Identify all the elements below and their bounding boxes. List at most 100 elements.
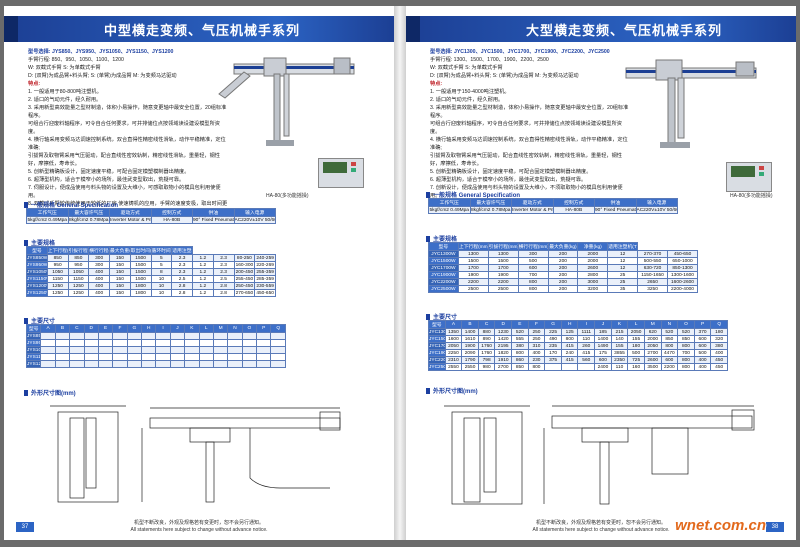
table-cell: 3500 xyxy=(643,363,662,371)
left-general-heading: 一般规格 General Specification xyxy=(24,200,118,209)
table-cell: 800 xyxy=(517,285,549,293)
table-cell: 185 xyxy=(594,328,612,336)
table-cell: 520 xyxy=(677,328,695,336)
table-cell xyxy=(270,339,286,347)
table-cell: 800 xyxy=(677,342,695,350)
table-cell: 1490 xyxy=(594,342,612,350)
right-feature-4: 4. 横行轴采用变频马达调速控制系统，双合直得性精密线性滑轨，动作平稳精准，定位… xyxy=(430,137,628,151)
table-cell: 2500 xyxy=(457,285,489,293)
table-cell xyxy=(255,332,272,340)
table-cell: 230-559 xyxy=(254,282,276,290)
table-cell: 1350 xyxy=(444,328,463,336)
table-cell: HA-80B xyxy=(150,216,193,224)
table-header-cell: I xyxy=(155,324,171,333)
table-cell xyxy=(198,360,214,368)
table-cell xyxy=(69,332,85,340)
table-cell: 600 xyxy=(660,356,679,364)
table-cell: 380 xyxy=(710,342,728,350)
model-cell: JYS950W xyxy=(26,261,48,269)
table-cell: 150 xyxy=(109,282,131,290)
table-cell: 235 xyxy=(544,342,562,350)
table-cell xyxy=(227,360,243,368)
table-cell xyxy=(227,353,243,361)
table-cell: 2050 xyxy=(643,342,662,350)
table-cell: 800 xyxy=(517,278,549,286)
right-main-heading: 主要规格 xyxy=(426,234,457,243)
table-cell: 400 xyxy=(88,275,110,283)
model-cell: JYC1500W xyxy=(428,257,459,265)
table-cell xyxy=(184,360,200,368)
table-cell: 1400 xyxy=(461,328,479,336)
table-cell: 2200 xyxy=(660,363,679,371)
table-header-cell: F xyxy=(112,324,128,333)
table-cell xyxy=(241,346,258,354)
model-cell: JYS1200W xyxy=(26,282,48,290)
table-cell: 12 xyxy=(607,257,639,265)
table-cell: 12 xyxy=(607,250,639,258)
table-cell: 1.2 xyxy=(192,289,214,297)
table-cell: 110 xyxy=(577,335,596,343)
table-cell: 5kgf/cm2 0.49Mpa xyxy=(428,206,471,214)
table-row: JYC2200W23101790798191086023037541556060… xyxy=(428,356,728,364)
table-cell: 2600 xyxy=(643,356,662,364)
left-outline-drawing xyxy=(50,405,341,503)
table-header-cell: O xyxy=(677,320,695,329)
table-cell: 4470 xyxy=(660,349,679,357)
table-cell: 300 xyxy=(517,250,549,258)
table-cell: 850 xyxy=(67,254,90,262)
table-cell: 1800 xyxy=(129,282,152,290)
left-footer-cn: 机型不断改良，外观及规格若有变更时，恕不会另行通知。 xyxy=(133,520,264,526)
table-row: JYS1050W10501050400150150082.31.22.3200-… xyxy=(26,268,276,276)
left-feature-6: 6. 超薄型机构，适合于模窄小的场所，最佳武变型取出，荒疑可靠。 xyxy=(28,177,185,183)
table-cell: 2.8 xyxy=(171,282,193,290)
table-cell: 2200 xyxy=(457,278,489,286)
table-cell: 1150-1650 xyxy=(637,271,668,279)
table-cell: 2.3 xyxy=(212,268,235,276)
right-main-table: 型号上下行程(mm)引拔行程(mm)横行行程(mm)最大负重(kg)净重(kg)… xyxy=(428,242,698,293)
table-cell: 2550 xyxy=(444,363,463,371)
table-cell: 555 xyxy=(511,335,529,343)
table-cell: 250 xyxy=(527,328,546,336)
table-cell xyxy=(560,363,579,371)
right-feature-4b: 引拔臂及取物臂采用气压驱动，配合直线性密效轨制，精密线性滑轨，重量轻，钢性好，摩… xyxy=(430,153,622,167)
table-cell: 25 xyxy=(607,278,639,286)
table-cell: 2.5 xyxy=(212,275,235,283)
table-cell: 950 xyxy=(67,261,90,269)
table-header-cell: A xyxy=(444,320,463,329)
table-cell: 255-359 xyxy=(254,268,276,276)
table-cell xyxy=(140,360,157,368)
table-cell xyxy=(544,363,562,371)
table-cell: 35 xyxy=(607,285,639,293)
table-cell: 1910 xyxy=(494,356,513,364)
table-header-cell: J xyxy=(594,320,612,329)
table-cell xyxy=(169,353,186,361)
table-cell: 2.5 xyxy=(171,275,193,283)
model-cell: JYS1150W xyxy=(26,275,48,283)
table-cell xyxy=(69,353,85,361)
table-cell: 1610 xyxy=(461,335,479,343)
left-feature-5: 5. 创新型精确板设计，固定速度平稳，可配合固定模塑模制器出精度。 xyxy=(28,169,190,175)
table-cell: 2500 xyxy=(487,285,519,293)
left-feature-4b: 引拔臂及取物臂采用气压驱动，配合直线性密效轨制，精密线性滑轨，重量轻，钢性好，摩… xyxy=(28,153,220,167)
pendant-button xyxy=(351,162,356,166)
table-cell: 8kgf/cm2 0.78Mpa xyxy=(469,206,512,214)
table-cell: 2550 xyxy=(461,363,479,371)
table-cell: 200 xyxy=(547,257,579,265)
model-cell: JYS1150W xyxy=(25,353,42,361)
table-cell: 1.2 xyxy=(192,261,214,269)
table-cell: 8kgf/cm2 0.78Mpa xyxy=(67,216,110,224)
table-header-cell: 工作气压 xyxy=(428,198,471,207)
table-cell: 1760 xyxy=(477,342,496,350)
table-cell: 450-650 xyxy=(254,289,276,297)
table-cell: 850 xyxy=(46,254,69,262)
table-header-cell: 适用注塑机(T) xyxy=(607,242,639,251)
table-header-cell: P xyxy=(693,320,712,329)
table-header-cell: 供油 xyxy=(594,198,637,207)
table-cell: 2310 xyxy=(444,356,463,364)
table-cell: 240-259 xyxy=(254,254,276,262)
table-cell: 850 xyxy=(677,335,695,343)
table-cell: 200 xyxy=(547,264,579,272)
